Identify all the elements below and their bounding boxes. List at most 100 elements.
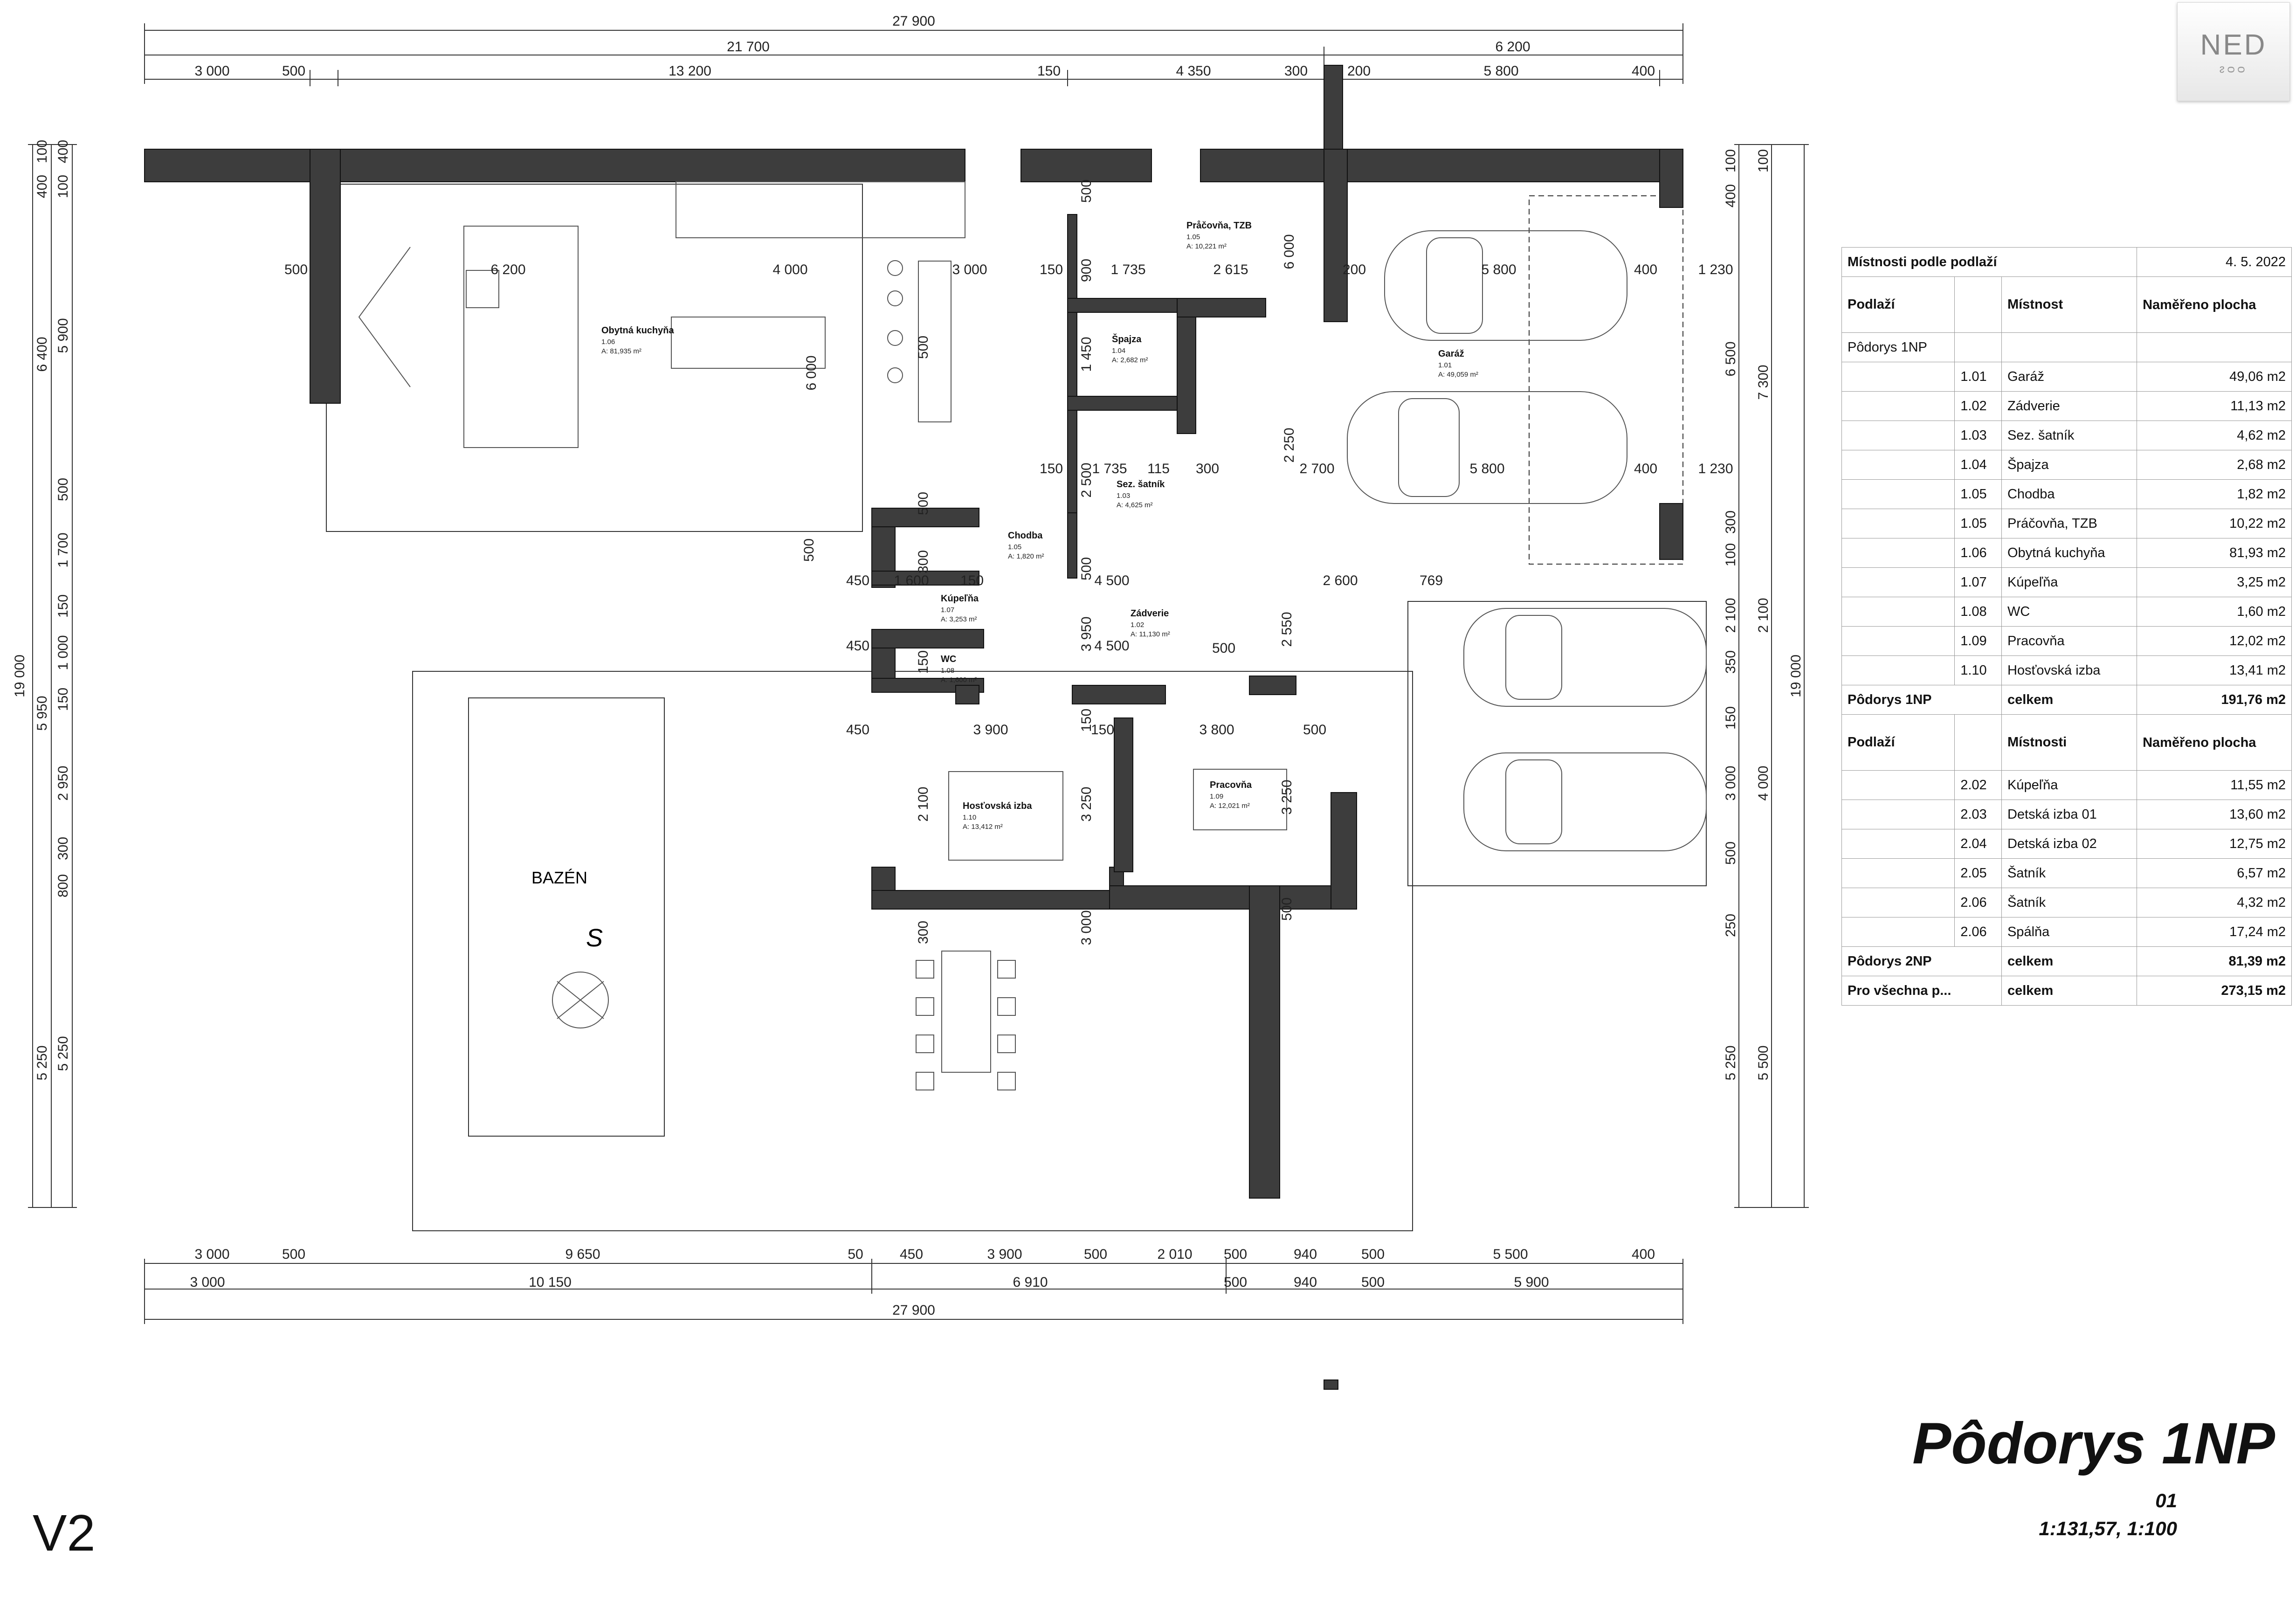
plan-text: A: 12,021 m² (1210, 802, 1250, 810)
table-cell: 81,93 m2 (2137, 538, 2292, 568)
parking-outline (1407, 601, 1707, 886)
table-cell: Chodba (2001, 479, 2137, 509)
dim-left-overall: 19 000 (12, 655, 28, 697)
table-date: 4. 5. 2022 (2137, 247, 2292, 277)
dim-int: 3 000 (952, 262, 987, 277)
table-cell (1841, 450, 1955, 480)
table-cell (1841, 655, 1955, 685)
dim-bottom: 500 (1224, 1247, 1247, 1262)
dim-top: 300 (1284, 63, 1308, 79)
group-label: Pôdorys 1NP (1841, 332, 1955, 362)
table-cell: 2,68 m2 (2137, 450, 2292, 480)
table-cell: Obytná kuchyňa (2001, 538, 2137, 568)
dim-right: 100 (1756, 149, 1771, 172)
table-cell: 4,62 m2 (2137, 421, 2292, 450)
dimension-lines (28, 23, 1809, 1324)
table-cell: celkem (2001, 946, 2137, 976)
plan-text: 1.08 (941, 667, 954, 675)
dim-bottom: 6 910 (1013, 1275, 1048, 1290)
ned-logo: NED ᴤᴑᴑ (2177, 2, 2290, 101)
furniture (358, 181, 1287, 1090)
table-cell: Podlaží (1841, 714, 1955, 771)
table-cell: 10,22 m2 (2137, 509, 2292, 538)
table-cell: 273,15 m2 (2137, 976, 2292, 1006)
dim-int: 450 (846, 573, 869, 588)
dim-int: 2 100 (916, 786, 931, 821)
table-cell: Špajza (2001, 450, 2137, 480)
dim-bottom-overall: 27 900 (892, 1303, 935, 1318)
table-cell: 2.02 (1954, 770, 2002, 800)
table-cell (2001, 332, 2137, 362)
interior-dimensions: 500 6 200 4 000 3 000 150 1 735 2 615 20… (284, 179, 1733, 945)
dim-top-left: 21 700 (727, 39, 770, 55)
dim-bottom: 2 010 (1157, 1247, 1192, 1262)
dim-right: 500 (1723, 841, 1738, 865)
dim-top: 5 800 (1483, 63, 1518, 79)
table-cell: Pôdorys 2NP (1841, 946, 2002, 976)
dim-top: 13 200 (669, 63, 711, 79)
dim-int: 4 500 (1094, 573, 1129, 588)
table-cell (1841, 538, 1955, 568)
table-cell: 1.05 (1954, 479, 2002, 509)
dim-int: 6 000 (804, 355, 819, 390)
table-cell: 2.05 (1954, 858, 2002, 888)
dim-int: 450 (846, 722, 869, 738)
dim-right: 150 (1723, 706, 1738, 730)
table-cell: Pracovňa (2001, 626, 2137, 656)
table-cell: 17,24 m2 (2137, 917, 2292, 947)
table-cell: 1.05 (1954, 509, 2002, 538)
dim-left: 5 250 (55, 1036, 71, 1071)
dim-int: 150 (1079, 709, 1094, 732)
dim-bottom: 500 (1361, 1275, 1385, 1290)
table-cell: 11,55 m2 (2137, 770, 2292, 800)
dim-right: 2 100 (1723, 598, 1738, 633)
table-cell: 2.04 (1954, 829, 2002, 859)
table-cell: Šatník (2001, 858, 2137, 888)
plan-text: 1.07 (941, 606, 954, 614)
compass-label: S (586, 924, 603, 952)
dim-int: 2 250 (1282, 428, 1297, 462)
dim-right: 250 (1723, 914, 1738, 937)
plan-text: A: 13,412 m² (963, 823, 1003, 831)
room-schedule-table: Místnosti podle podlaží 4. 5. 2022 Podla… (1841, 247, 2292, 1006)
dim-left: 5 900 (55, 318, 71, 353)
table-cell (1841, 917, 1955, 947)
table-cell: 2.06 (1954, 888, 2002, 917)
walls (144, 65, 1683, 1390)
header-room: Místnost (2001, 276, 2137, 333)
dim-bottom: 500 (282, 1247, 305, 1262)
plan-text: Kúpeľňa (941, 593, 979, 604)
dim-right: 4 000 (1756, 766, 1771, 800)
desk-icon (1193, 769, 1287, 830)
table-cell: WC (2001, 597, 2137, 627)
room-label-spajza: Špajza 1.04 A: 2,682 m² (1112, 333, 1148, 364)
car-icon (1463, 608, 1707, 707)
table-cell (1841, 626, 1955, 656)
logo-subtext: ᴤᴑᴑ (2219, 62, 2248, 76)
dim-int: 3 800 (1199, 722, 1234, 738)
car-icon (1347, 391, 1627, 504)
table-cell: 2.06 (1954, 917, 2002, 947)
room-labels: Obytná kuchyňa 1.06 A: 81,935 m² Pråčovň… (601, 220, 1478, 831)
room-label-pracovna: Pracovňa 1.09 A: 12,021 m² (1210, 780, 1252, 810)
table-cell: 1.04 (1954, 450, 2002, 480)
table-cell: 12,75 m2 (2137, 829, 2292, 859)
dim-left: 1 700 (55, 532, 71, 567)
dim-int: 500 (801, 538, 817, 562)
table-cell (1841, 479, 1955, 509)
dim-int: 3 250 (1079, 786, 1094, 821)
dim-right: 100 (1723, 149, 1738, 172)
dim-right: 5 250 (1723, 1045, 1738, 1080)
table-cell: 1.01 (1954, 362, 2002, 392)
dim-bottom: 3 000 (194, 1247, 229, 1262)
dim-int: 2 700 (1299, 461, 1334, 476)
dim-bottom: 3 900 (987, 1247, 1022, 1262)
